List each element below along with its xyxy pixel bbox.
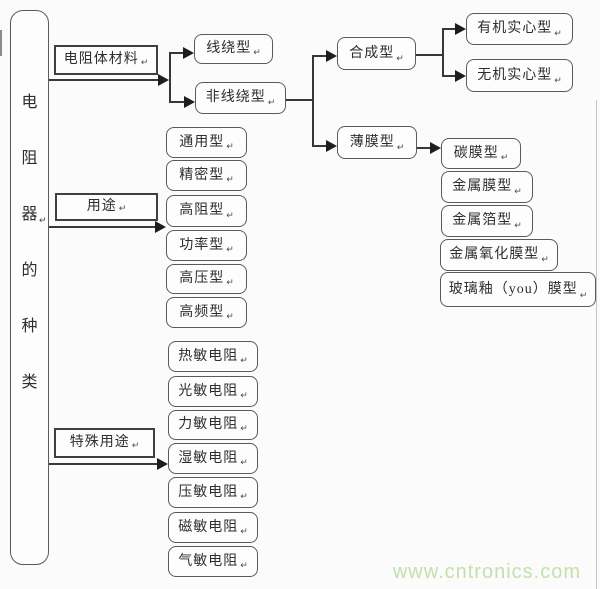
connector-line [171,52,183,54]
node-carbon-film-box: 碳膜型↵ [441,138,521,169]
return-mark-icon: ↵ [226,175,234,185]
arrowhead-material-junction-icon [158,74,169,86]
return-mark-icon: ↵ [267,98,276,108]
return-mark-icon: ↵ [226,211,234,221]
node-high-frequency-box: 高频型↵ [166,297,247,328]
watermark: www.cntronics.com [392,561,581,583]
return-mark-icon: ↵ [396,143,405,153]
return-mark-icon: ↵ [131,441,140,451]
arrowhead-usage-column-icon [155,221,166,233]
arrowhead-special-column-icon [157,458,168,470]
connector-line [286,99,314,101]
root-node-vertical-label: 电 阻 器↵ 的 种 类 [11,95,48,391]
return-mark-icon: ↵ [118,204,127,214]
return-mark-icon: ↵ [226,245,234,255]
return-mark-icon: ↵ [140,58,149,68]
return-mark-icon: ↵ [226,278,234,288]
node-power-box: 功率型↵ [166,230,247,261]
return-mark-icon: ↵ [514,221,522,231]
arrowhead-composite-icon [326,50,337,62]
node-voltage-sensitive-box: 压敏电阻↵ [168,477,258,508]
branch-special-usage-box: 特殊用途↵ [54,428,155,458]
root-char: 电 [21,94,38,111]
connector-line [49,79,158,81]
root-char: 种 [21,318,38,335]
return-mark-icon: ↵ [579,291,588,301]
return-mark-icon: ↵ [226,142,234,152]
connector-line [169,52,171,103]
connector-line [49,226,155,228]
node-composite-box: 合成型↵ [337,37,416,70]
node-thin-film-box: 薄膜型↵ [337,126,417,159]
connector-line [416,54,443,56]
arrowhead-thin-film-icon [326,140,337,152]
return-mark-icon: ↵ [240,561,248,571]
root-char: 类 [21,374,38,391]
arrowhead-non-wirewound-icon [184,96,195,108]
connector-line [442,28,444,77]
node-metal-film-box: 金属膜型↵ [441,171,533,203]
connector-line [444,28,455,30]
branch-material-box: 电阻体材料↵ [54,45,158,75]
node-gas-sensitive-box: 气敏电阻↵ [168,546,258,577]
return-mark-icon: ↵ [514,187,522,197]
return-mark-icon: ↵ [240,424,248,434]
return-mark-icon: ↵ [396,54,404,64]
return-mark-icon: ↵ [253,48,261,58]
return-mark-icon: ↵ [240,458,248,468]
connector-line [314,145,326,147]
return-mark-icon: ↵ [38,216,47,226]
arrowhead-carbon-film-icon [430,142,441,154]
node-precision-box: 精密型↵ [166,160,247,191]
node-organic-solid-box: 有机实心型↵ [466,13,573,45]
node-inorganic-solid-box: 无机实心型↵ [466,59,573,92]
node-magnetic-sensitive-box: 磁敏电阻↵ [168,512,258,543]
node-non-wirewound-box: 非线绕型↵ [195,82,286,114]
arrowhead-inorganic-solid-icon [455,70,466,82]
connector-line [49,463,157,465]
connector-line [171,101,184,103]
connector-line [417,147,430,149]
connector-line [312,55,314,147]
return-mark-icon: ↵ [554,76,562,86]
arrowhead-organic-solid-icon [455,23,466,35]
node-general-box: 通用型↵ [166,127,247,158]
arrowhead-wirewound-icon [183,47,194,59]
root-char: 的 [21,262,38,279]
connector-line [444,75,455,77]
return-mark-icon: ↵ [240,391,248,401]
node-wirewound-box: 线绕型↵ [194,34,273,64]
scan-artifact-line [0,30,2,56]
node-photoresistor-box: 光敏电阻↵ [168,376,258,407]
root-char: 阻 [21,150,38,167]
node-humidity-sensitive-box: 湿敏电阻↵ [168,443,258,474]
root-char: 器↵ [21,206,47,226]
return-mark-icon: ↵ [240,527,248,537]
branch-usage-box: 用途↵ [55,193,158,221]
node-high-resistance-box: 高阻型↵ [166,195,247,227]
node-metal-oxide-film-box: 金属氧化膜型↵ [440,239,558,271]
scan-artifact-line [596,100,597,589]
return-mark-icon: ↵ [500,153,509,163]
return-mark-icon: ↵ [554,29,562,39]
node-metal-foil-box: 金属箔型↵ [441,205,533,237]
node-force-sensitive-box: 力敏电阻↵ [168,410,258,440]
node-thermistor-box: 热敏电阻↵ [168,341,258,372]
node-glass-glaze-film-box: 玻璃釉（you）膜型↵ [440,272,596,307]
return-mark-icon: ↵ [240,492,248,502]
return-mark-icon: ↵ [226,312,234,322]
connector-line [314,55,326,57]
node-high-voltage-box: 高压型↵ [166,264,247,294]
root-node-resistor-types: 电 阻 器↵ 的 种 类 [10,10,49,565]
return-mark-icon: ↵ [541,255,549,265]
return-mark-icon: ↵ [240,356,248,366]
